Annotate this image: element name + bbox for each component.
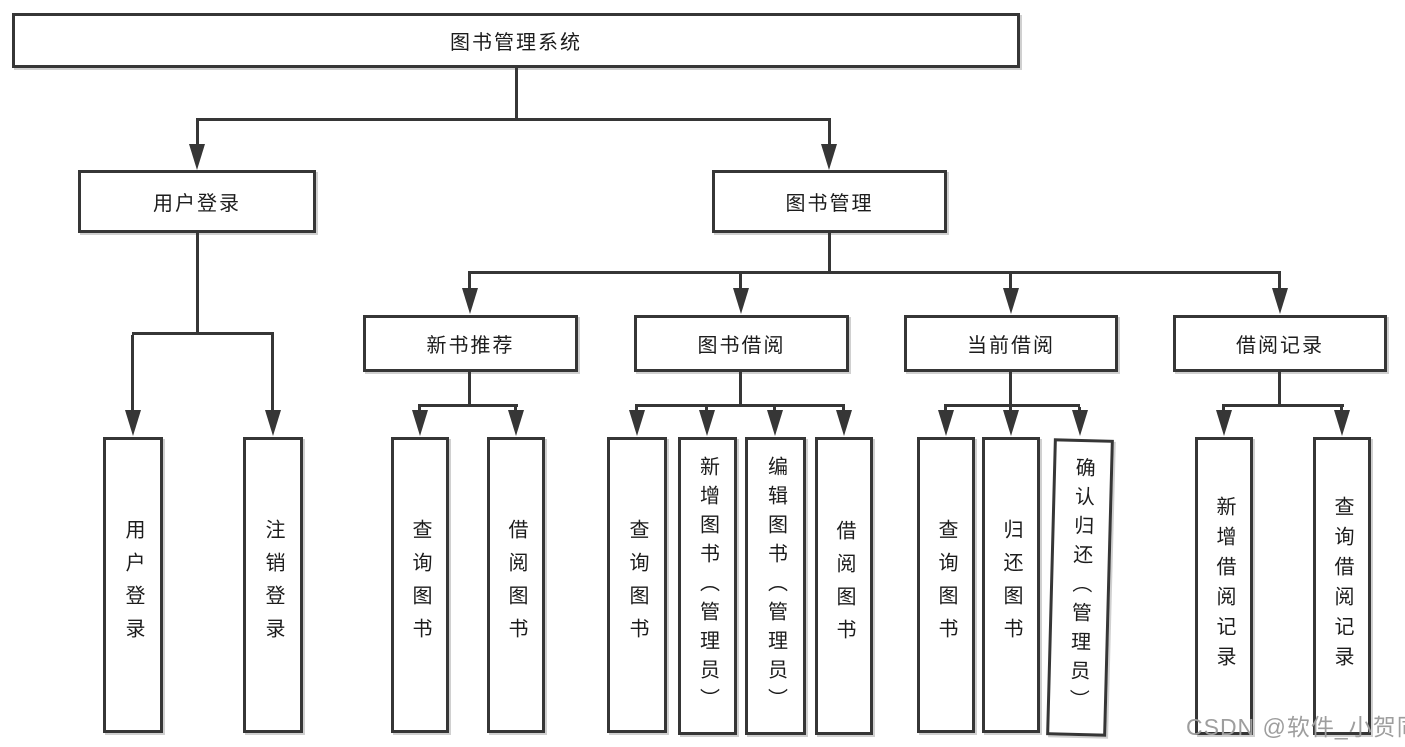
arrowhead-down-icon: [412, 410, 428, 436]
node-new-book-recommend: 新书推荐: [363, 315, 578, 372]
arrowhead-down-icon: [265, 410, 281, 436]
connector-drop: [1009, 274, 1012, 290]
connector-newbook-hline: [418, 404, 518, 407]
arrowhead-down-icon: [462, 288, 478, 314]
arrowhead-down-icon: [125, 410, 141, 436]
node-user-login: 用户登录: [78, 170, 316, 233]
arrowhead-down-icon: [938, 410, 954, 436]
connector-newbook-stem: [468, 372, 471, 406]
connector-borrowrecord-hline: [1222, 404, 1344, 407]
node-confirm-return-admin: 确认归还（管理员）: [1046, 438, 1114, 737]
arrowhead-down-icon: [1003, 410, 1019, 436]
connector-userlogin-stem: [196, 233, 199, 334]
connector-bookborrow-stem: [739, 372, 742, 406]
connector-drop: [1278, 274, 1281, 290]
node-logout-leaf: 注销登录: [243, 437, 303, 733]
node-book-borrow: 图书借阅: [634, 315, 849, 372]
connector-bookborrow-hline: [635, 404, 845, 407]
connector-level3-hline: [468, 271, 1281, 274]
node-query-borrow-record: 查询借阅记录: [1313, 437, 1371, 735]
node-borrow-books-leaf: 借阅图书: [815, 437, 873, 735]
arrowhead-down-icon: [821, 144, 837, 170]
node-borrow-books-recommend: 借阅图书: [487, 437, 545, 733]
node-user-login-leaf: 用户登录: [103, 437, 163, 733]
arrowhead-down-icon: [836, 410, 852, 436]
connector-level2-hline: [196, 118, 831, 121]
node-query-books-current: 查询图书: [917, 437, 975, 733]
arrowhead-down-icon: [629, 410, 645, 436]
connector-bookmgmt-stem: [828, 233, 831, 273]
connector-drop: [468, 274, 471, 290]
connector-root-stem: [515, 68, 518, 120]
connector-userlogin-hline: [132, 332, 274, 335]
arrowhead-down-icon: [189, 144, 205, 170]
arrowhead-down-icon: [508, 410, 524, 436]
watermark: CSDN @软件_小贺同学: [1186, 714, 1405, 740]
connector-borrowrecord-stem: [1278, 372, 1281, 406]
node-return-books: 归还图书: [982, 437, 1040, 733]
node-borrow-records: 借阅记录: [1173, 315, 1387, 372]
arrowhead-down-icon: [1072, 410, 1088, 436]
arrowhead-down-icon: [1272, 288, 1288, 314]
connector-currentborrow-hline: [944, 404, 1080, 407]
connector-drop: [196, 120, 199, 146]
connector-drop: [739, 274, 742, 290]
arrowhead-down-icon: [1334, 410, 1350, 436]
node-query-books-recommend: 查询图书: [391, 437, 449, 733]
arrowhead-down-icon: [1003, 288, 1019, 314]
node-add-books-admin: 新增图书（管理员）: [678, 437, 737, 735]
arrowhead-down-icon: [733, 288, 749, 314]
node-query-books-borrow: 查询图书: [607, 437, 667, 733]
node-edit-books-admin: 编辑图书（管理员）: [745, 437, 806, 735]
arrowhead-down-icon: [1216, 410, 1232, 436]
node-add-borrow-record: 新增借阅记录: [1195, 437, 1253, 735]
connector-drop: [828, 120, 831, 146]
node-book-management: 图书管理: [712, 170, 947, 233]
arrowhead-down-icon: [699, 410, 715, 436]
node-root: 图书管理系统: [12, 13, 1020, 68]
connector-drop: [271, 335, 274, 412]
connector-currentborrow-stem: [1009, 372, 1012, 406]
node-current-borrow: 当前借阅: [904, 315, 1118, 372]
arrowhead-down-icon: [767, 410, 783, 436]
connector-drop: [131, 335, 134, 412]
